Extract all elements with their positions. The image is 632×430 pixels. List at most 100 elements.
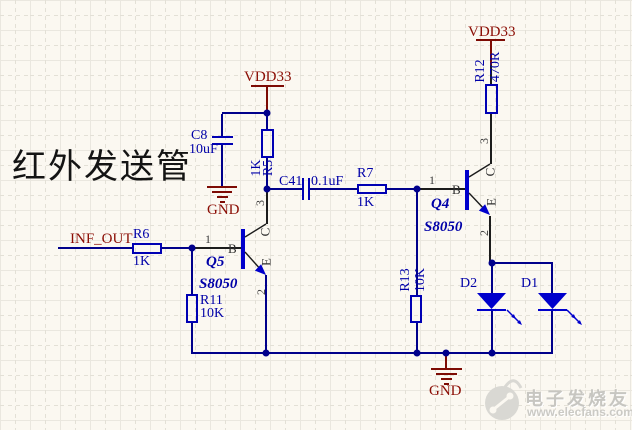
pin-q4-base — [417, 188, 465, 190]
junction-dot — [262, 349, 270, 357]
transistor-q4-base-bar — [465, 170, 469, 210]
resistor-r13-body — [410, 295, 422, 323]
wire-d2-anode — [491, 263, 493, 293]
q5-pin1-number: 1 — [205, 232, 211, 246]
q5-pin2-number: 2 — [254, 289, 268, 295]
resistor-r7-body — [357, 184, 387, 194]
wire-led-top-rail — [491, 262, 553, 264]
junction-dot — [413, 349, 421, 357]
q5-pin-emitter-name: E — [258, 258, 274, 266]
designator-r13: R13 — [398, 268, 413, 292]
capacitor-c41-plate-left — [302, 178, 304, 200]
junction-dot — [263, 109, 271, 117]
vdd-stem-left — [266, 87, 268, 113]
part-q4: S8050 — [424, 219, 463, 235]
wire-r6-to-node — [162, 247, 192, 249]
q5-pin-collector-name: C — [257, 227, 273, 237]
designator-d2: D2 — [460, 276, 478, 291]
vdd-bar-left-icon — [251, 85, 284, 87]
junction-dot — [488, 259, 496, 267]
designator-r11: R11 — [200, 293, 223, 308]
wire-d1-anode — [551, 263, 553, 293]
watermark-brand: 电子发烧友 — [525, 389, 630, 409]
value-c8: 10uF — [189, 142, 218, 157]
wire-r5-top — [266, 114, 268, 129]
value-r12: 470R — [488, 51, 503, 83]
resistor-r11-body — [186, 294, 198, 323]
wire-r5-bottom — [266, 158, 268, 189]
q5-pin-base-name: B — [228, 241, 237, 256]
wire-c41-to-r7 — [310, 188, 357, 190]
led-d1-cathode-bar — [538, 309, 567, 311]
value-r6: 1K — [133, 254, 151, 269]
gnd-left-bar2 — [212, 191, 232, 193]
pin-q4-emitter — [489, 216, 491, 264]
value-r13: 10K — [413, 267, 428, 293]
designator-d1: D1 — [521, 276, 539, 291]
capacitor-c41-plate-right — [308, 178, 310, 200]
power-label-vdd33-right: VDD33 — [468, 24, 516, 40]
pin-q4-collector — [490, 114, 492, 164]
wire-node-to-r11 — [191, 248, 193, 294]
wire-bottom-rail — [191, 352, 553, 354]
capacitor-c8-plate-bottom — [212, 143, 233, 145]
designator-r12: R12 — [473, 59, 488, 83]
designator-q5: Q5 — [206, 254, 225, 270]
wire-c8-to-gnd — [221, 145, 223, 186]
vdd-bar-right-icon — [476, 39, 505, 41]
designator-c41: C41 — [279, 174, 303, 189]
wire-r11-to-bottom — [191, 323, 193, 354]
q4-pin-emitter-name: E — [483, 198, 499, 206]
gnd-left-bar4 — [220, 201, 225, 203]
gnd-bottom-icon — [431, 368, 462, 370]
led-d2-cathode-bar — [477, 309, 506, 311]
junction-dot — [263, 185, 271, 193]
transistor-q5-base-bar — [241, 229, 245, 269]
junction-dot — [188, 244, 196, 252]
value-r11: 10K — [200, 306, 225, 321]
wire-infout — [58, 247, 132, 249]
gnd-left-bar3 — [217, 196, 228, 198]
q4-pin1-number: 1 — [429, 173, 435, 187]
designator-c8: C8 — [191, 128, 208, 143]
page-title: 红外发送管 — [12, 149, 192, 186]
value-r7: 1K — [357, 195, 375, 210]
watermark-url: www.elecfans.com — [527, 405, 632, 419]
wire-r7-to-node — [387, 188, 417, 190]
capacitor-c8-plate-top — [212, 136, 233, 138]
wire-c8-drop — [221, 114, 223, 137]
value-c41: 0.1uF — [311, 174, 344, 189]
resistor-r6-body — [132, 243, 162, 254]
q4-pin3-number: 3 — [477, 138, 491, 144]
gnd-bottom-bar4 — [444, 383, 449, 385]
designator-q4: Q4 — [431, 196, 450, 212]
gnd-bottom-bar2 — [436, 373, 457, 375]
q5-pin3-number: 3 — [253, 200, 267, 206]
gnd-left-icon — [207, 186, 237, 188]
power-label-gnd-bottom: GND — [429, 383, 462, 399]
pin-r12-top — [490, 65, 492, 84]
power-label-gnd-left: GND — [207, 202, 240, 218]
wire-node-to-r13 — [416, 189, 418, 295]
gnd-bottom-stem — [445, 354, 447, 368]
q4-pin2-number: 2 — [477, 230, 491, 236]
junction-dot — [442, 349, 450, 357]
wire-top-left — [222, 112, 268, 114]
wire-q5-emitter-drop — [265, 275, 267, 353]
wire-d1-cathode — [551, 311, 553, 353]
junction-dot — [413, 185, 421, 193]
junction-dot — [488, 349, 496, 357]
resistor-r5-body — [261, 129, 274, 158]
designator-r6: R6 — [133, 227, 150, 242]
q4-pin-collector-name: C — [482, 167, 498, 177]
resistor-r12-body — [485, 84, 498, 114]
wire-d2-cathode — [491, 311, 493, 353]
part-q5: S8050 — [199, 276, 238, 292]
designator-r5: R5 — [261, 159, 276, 177]
pin-q5-collector — [266, 189, 268, 224]
net-label-inf-out: INF_OUT — [70, 231, 133, 247]
gnd-bottom-bar3 — [441, 378, 452, 380]
designator-r7: R7 — [357, 166, 374, 181]
